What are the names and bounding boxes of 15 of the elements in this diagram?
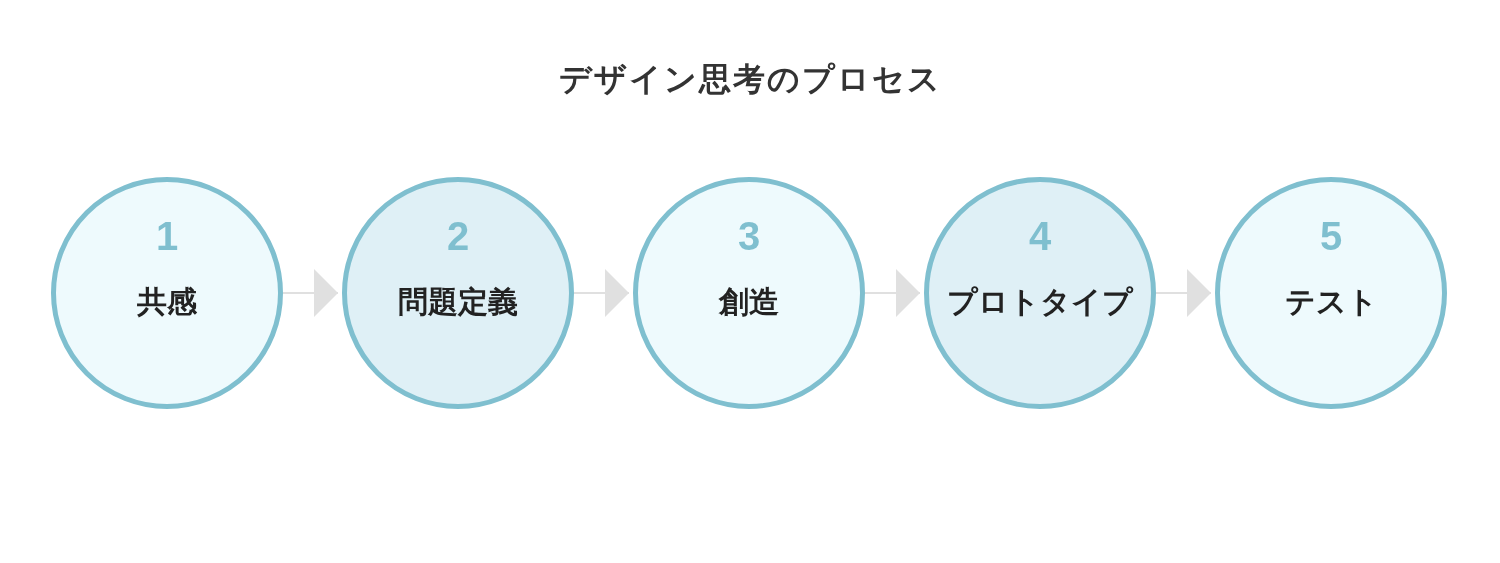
step-label: 共感 xyxy=(136,283,198,321)
step-label: 問題定義 xyxy=(397,283,519,321)
step-label: プロトタイプ xyxy=(946,283,1135,321)
chevron-arrow xyxy=(282,269,339,317)
title: デザイン思考のプロセス xyxy=(557,59,943,100)
chevron-arrow xyxy=(573,269,630,317)
chevron-arrow xyxy=(864,269,921,317)
step-number: 1 xyxy=(154,214,180,259)
step-number: 3 xyxy=(736,214,762,259)
chevron-arrow xyxy=(1155,269,1212,317)
step-label: 創造 xyxy=(718,283,780,321)
step-label: テスト xyxy=(1283,283,1379,321)
step-number: 5 xyxy=(1318,214,1344,259)
step-number: 2 xyxy=(445,214,471,259)
step-number: 4 xyxy=(1027,214,1053,259)
